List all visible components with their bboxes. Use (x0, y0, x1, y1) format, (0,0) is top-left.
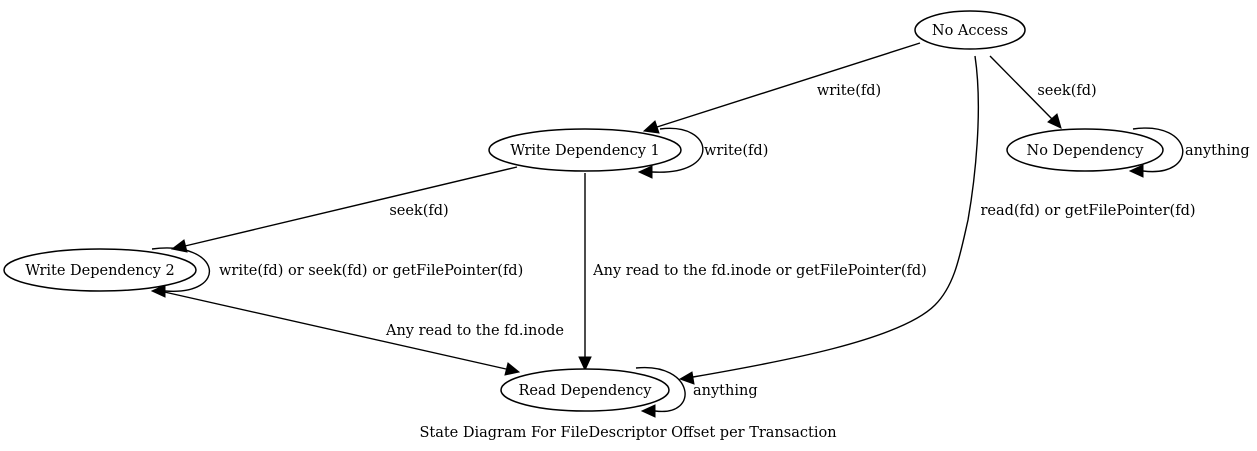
edge-no-access-to-write-dependency-1 (642, 42, 921, 134)
edge-write-dependency-1-to-read-dependency (578, 173, 592, 372)
edge-label-write-dependency-1-to-write-dependency-2: seek(fd) (389, 203, 448, 219)
edge-label-write-dependency-1-to-read-dependency: Any read to the fd.inode or getFilePoint… (592, 263, 927, 279)
edge-write-dependency-1-to-write-dependency-2 (170, 166, 518, 253)
node-read-dependency-label: Read Dependency (519, 383, 653, 399)
edge-label-no-dependency-self-loop: anything (1185, 143, 1250, 159)
edge-no-access-to-no-dependency (989, 55, 1062, 129)
node-no-access-label: No Access (932, 23, 1008, 39)
edge-label-write-dependency-2-self-loop: write(fd) or seek(fd) or getFilePointer(… (219, 263, 523, 279)
edge-write-dependency-1-self-loop (637, 127, 704, 179)
edge-write-dependency-2-self-loop (150, 247, 210, 298)
node-write-dependency-2[interactable]: Write Dependency 2 (3, 248, 197, 292)
edge-label-read-dependency-self-loop: anything (693, 383, 758, 399)
edge-no-access-to-read-dependency (678, 55, 980, 385)
edge-label-no-access-to-no-dependency: seek(fd) (1037, 83, 1096, 99)
node-write-dependency-1-label: Write Dependency 1 (510, 143, 660, 159)
diagram-caption: State Diagram For FileDescriptor Offset … (419, 425, 836, 441)
edge-label-no-access-to-write-dependency-1: write(fd) (817, 83, 881, 99)
node-write-dependency-2-label: Write Dependency 2 (25, 263, 175, 279)
node-read-dependency[interactable]: Read Dependency (500, 368, 670, 412)
edge-no-dependency-self-loop (1128, 127, 1184, 178)
edge-label-write-dependency-1-self-loop: write(fd) (704, 143, 768, 159)
edge-write-dependency-2-to-read-dependency (159, 290, 521, 376)
edge-label-write-dependency-2-to-read-dependency: Any read to the fd.inode (385, 323, 564, 339)
edge-label-no-access-to-read-dependency: read(fd) or getFilePointer(fd) (980, 203, 1195, 219)
edge-read-dependency-self-loop (635, 366, 686, 418)
node-no-dependency[interactable]: No Dependency (1006, 128, 1164, 172)
node-no-dependency-label: No Dependency (1027, 143, 1145, 159)
node-write-dependency-1[interactable]: Write Dependency 1 (488, 128, 682, 172)
node-no-access[interactable]: No Access (914, 10, 1026, 50)
